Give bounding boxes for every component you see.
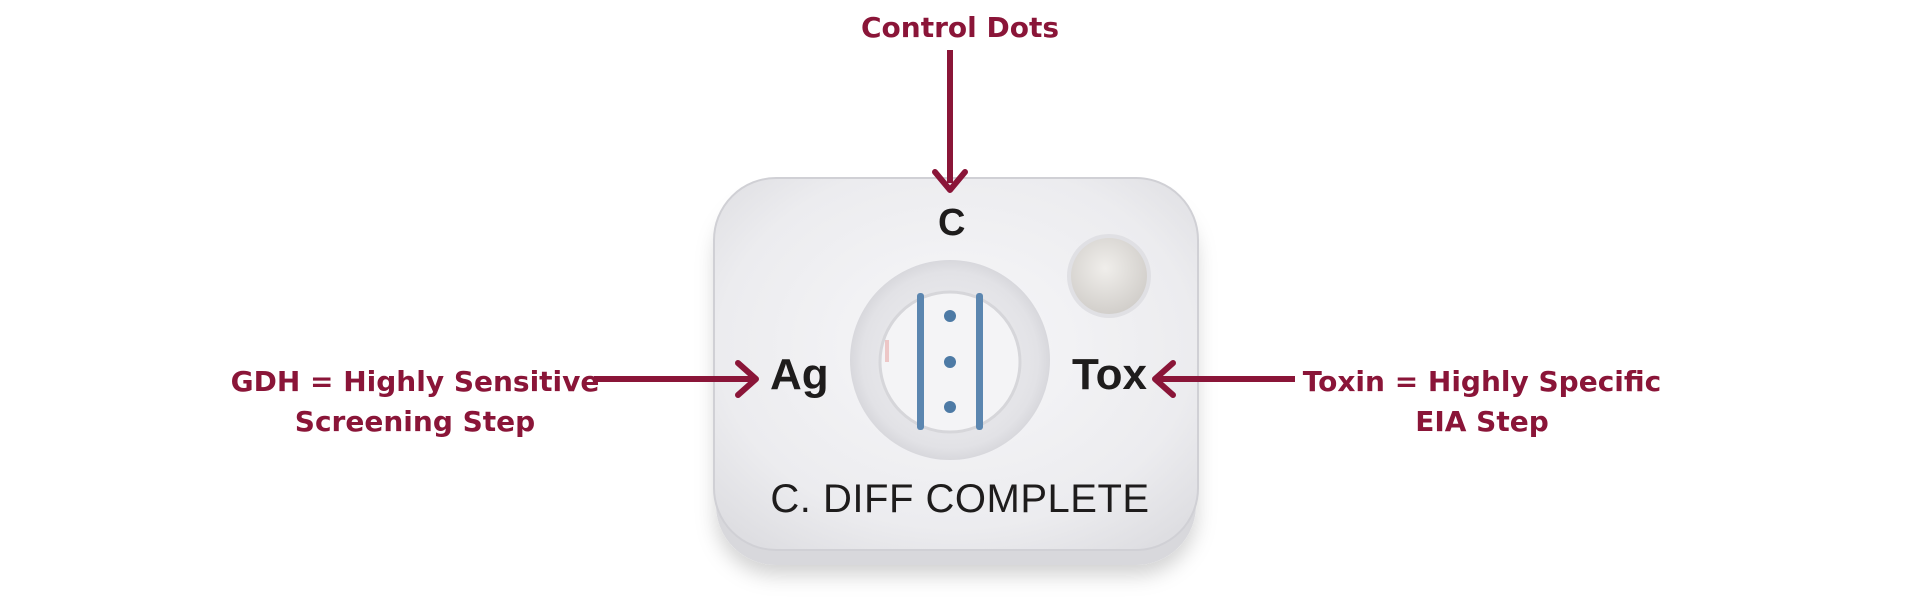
strip-right-line <box>976 293 983 430</box>
annotation-gdh-line1: GDH = Highly Sensitive <box>230 365 600 398</box>
annotation-toxin-line2: EIA Step <box>1415 405 1549 438</box>
arrow-control-dots <box>932 50 968 193</box>
sample-port <box>1071 238 1147 314</box>
control-dot <box>944 310 956 322</box>
annotation-toxin-line1: Toxin = Highly Specific <box>1302 365 1662 398</box>
antigen-label: Ag <box>770 350 829 399</box>
annotation-gdh: GDH = Highly Sensitive Screening Step <box>215 362 615 442</box>
control-dot <box>944 401 956 413</box>
control-label-c: C <box>938 202 966 244</box>
annotation-control-dots-text: Control Dots <box>860 11 1060 44</box>
strip-reflection <box>885 340 889 362</box>
annotation-control-dots: Control Dots <box>760 8 1160 48</box>
annotation-gdh-line2: Screening Step <box>294 405 536 438</box>
strip-left-line <box>917 293 924 430</box>
arrow-tox <box>1152 360 1295 398</box>
arrow-ag <box>594 360 759 398</box>
device-title: C. DIFF COMPLETE <box>770 477 1150 521</box>
annotation-toxin: Toxin = Highly Specific EIA Step <box>1282 362 1682 442</box>
toxin-label: Tox <box>1072 350 1147 399</box>
control-dot <box>944 356 956 368</box>
